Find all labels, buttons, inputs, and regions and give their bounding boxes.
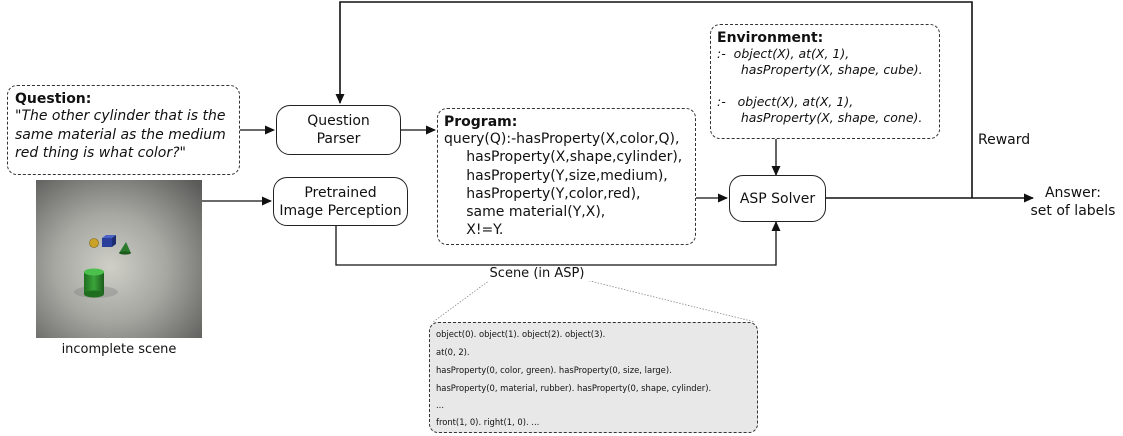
sphere-object (89, 238, 99, 248)
program-line-2: hasProperty(X,shape,cylinder), (444, 149, 683, 166)
cone-object (119, 242, 131, 253)
scene-image (36, 180, 202, 338)
environment-line-5: hasProperty(X, shape, cone). (717, 110, 923, 125)
image-caption: incomplete scene (61, 342, 177, 357)
question-box: Question: "The other cylinder that is th… (7, 85, 240, 175)
cube-object (102, 235, 116, 247)
zoom-line-left (432, 279, 491, 323)
zoom-line-right (585, 279, 756, 323)
program-box: Program: query(Q):-hasProperty(X,color,Q… (437, 108, 696, 245)
program-line-1: query(Q):-hasProperty(X,color,Q), (444, 131, 680, 147)
cylinder-object (84, 268, 104, 298)
arrow-perception-to-solver (335, 221, 781, 266)
environment-line-3 (717, 78, 933, 94)
program-line-5: same material(Y,X), (444, 204, 606, 221)
question-parser-node: Question Parser (276, 105, 401, 155)
scene-line-2: at(0, 2). (436, 347, 470, 357)
answer-line-1: Answer: (1044, 185, 1102, 201)
scene-label: Scene (in ASP) (472, 266, 602, 281)
perception-label-2: Image Perception (279, 202, 402, 219)
environment-line-1: :- object(X), at(X, 1), (717, 46, 850, 61)
program-title: Program: (444, 114, 518, 130)
environment-line-2: hasProperty(X, shape, cube). (717, 62, 923, 77)
answer-label: Answer: set of labels (1024, 184, 1122, 220)
program-line-6: X!=Y. (444, 222, 504, 239)
question-text-line-2: same material as the medium (15, 126, 226, 143)
environment-line-4: :- object(X), at(X, 1), (717, 94, 854, 109)
reward-label: Reward (978, 132, 1031, 148)
scene-line-3: hasProperty(0, color, green). hasPropert… (436, 365, 672, 375)
question-parser-label-1: Question (307, 113, 370, 129)
environment-box: Environment: :- object(X), at(X, 1), has… (710, 24, 940, 139)
scene-line-1: object(0). object(1). object(2). object(… (436, 329, 606, 339)
asp-solver-label: ASP Solver (739, 190, 816, 207)
question-title: Question: (15, 91, 92, 107)
scene-line-6: front(1, 0). right(1, 0). ... (436, 417, 540, 427)
question-text-line-3: red thing is what color?" (15, 145, 186, 161)
scene-facts-box: object(0). object(1). object(2). object(… (429, 322, 758, 433)
scene-line-5: ... (436, 400, 444, 410)
answer-line-2: set of labels (1030, 203, 1116, 219)
perception-node: Pretrained Image Perception (273, 177, 408, 226)
program-line-3: hasProperty(Y,size,medium), (444, 167, 668, 184)
question-text-line-1: "The other cylinder that is the (15, 108, 226, 124)
asp-solver-node: ASP Solver (729, 175, 826, 222)
arrow-reward-feedback (335, 1, 973, 198)
program-line-4: hasProperty(Y,color,red), (444, 185, 641, 202)
scene-line-4: hasProperty(0, material, rubber). hasPro… (436, 383, 712, 393)
question-parser-label-2: Parser (316, 131, 361, 147)
perception-label-1: Pretrained (304, 184, 377, 201)
environment-title: Environment: (717, 30, 824, 46)
